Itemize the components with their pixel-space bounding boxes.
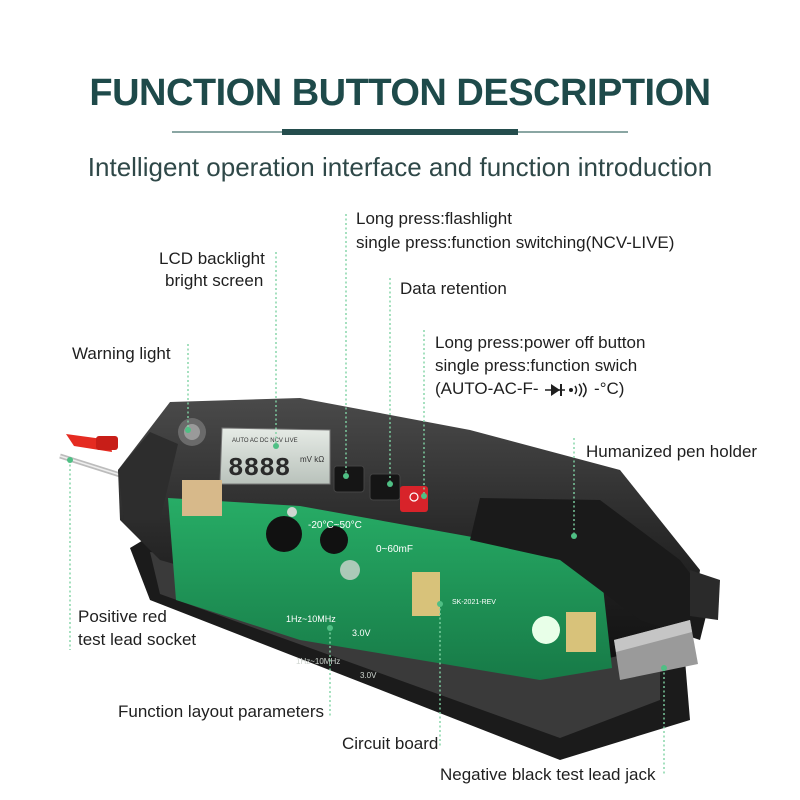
- circuit-board-callout: Circuit board: [342, 734, 439, 753]
- lcd-units: mV kΩ: [300, 455, 324, 464]
- page-title: FUNCTION BUTTON DESCRIPTION: [89, 72, 711, 114]
- negative-jack-callout: Negative black test lead jack: [440, 765, 656, 784]
- positive-socket-callout-line2: test lead socket: [78, 630, 197, 649]
- warning-light-callout: Warning light: [72, 344, 171, 363]
- flashlight-callout-line2: single press:function switching(NCV-LIVE…: [356, 233, 675, 252]
- board-volt-label: 3.0V: [352, 628, 371, 638]
- lcd-digits: 8888: [228, 453, 290, 483]
- lcd-callout-line1: LCD backlight: [159, 249, 265, 268]
- lcd-screen: AUTO AC DC NCV LIVE 8888 mV kΩ: [219, 427, 331, 485]
- power-callout-line3: (AUTO-AC-F- -°C): [435, 378, 624, 400]
- lcd-top-text: AUTO AC DC NCV LIVE: [232, 438, 298, 444]
- title-underline-accent: [282, 129, 518, 135]
- positive-socket-callout-line1: Positive red: [78, 607, 167, 626]
- function-layout-callout: Function layout parameters: [118, 702, 324, 721]
- power-callout-prefix: (AUTO-AC-F-: [435, 379, 539, 398]
- board-freq-label: 1Hz~10MHz: [286, 614, 336, 624]
- power-callout-line2: single press:function swich: [435, 356, 638, 375]
- power-button: [400, 486, 428, 512]
- flashlight-callout-line1: Long press:flashlight: [356, 209, 512, 228]
- lcd-callout-line2: bright screen: [165, 271, 264, 290]
- ncv-button: [333, 465, 365, 493]
- board-freq-label-2: 1Hz~10MHz: [296, 657, 340, 666]
- speaker: [182, 480, 222, 516]
- page-subtitle: Intelligent operation interface and func…: [87, 152, 713, 182]
- board-temp-label: -20°C~50°C: [308, 520, 362, 531]
- capacitor: [266, 516, 302, 552]
- battery-contact: [412, 572, 440, 616]
- nose-cone: [118, 432, 178, 520]
- power-callout-suffix: -°C): [594, 379, 625, 398]
- pen-holder: [470, 498, 710, 640]
- data-retention-callout: Data retention: [400, 279, 507, 298]
- power-callout-line1: Long press:power off button: [435, 333, 646, 352]
- diode-continuity-icon: [545, 382, 588, 398]
- pen-holder-callout: Humanized pen holder: [586, 442, 758, 461]
- leader-lines: [67, 214, 667, 774]
- led: [532, 616, 560, 644]
- hold-button: [369, 473, 401, 501]
- board-volt-label-2: 3.0V: [360, 671, 377, 680]
- board-serial: SK-2021-REV: [452, 599, 496, 606]
- board-cap-label: 0~60mF: [376, 544, 413, 555]
